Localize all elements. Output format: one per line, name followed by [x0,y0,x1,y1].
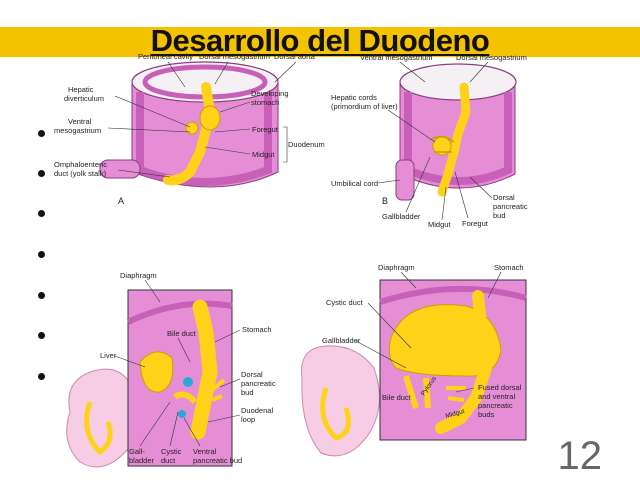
bullet-marker [38,170,45,177]
label-stomach: Stomach [494,263,524,272]
label-dorsal-mesogastrium: Dorsal mesogastrium [456,53,527,62]
title-bar [0,27,640,57]
label-midgut: Midgut [252,150,275,159]
label-pancreatic: pancreatic [241,379,276,388]
label-dorsal-aorta: Dorsal aorta [274,52,316,61]
label-midgut: Midgut [428,220,451,229]
label-hepatic: Hepatic [68,85,94,94]
label-foregut: Foregut [252,125,279,134]
label-stomach: Stomach [242,325,272,334]
label-liver: Liver [100,351,117,360]
label-bud: bud [493,211,506,220]
bullet-marker [38,332,45,339]
label-buds: buds [478,410,495,419]
label-mesogastrium: mesogastrium [54,126,101,135]
label-dorsal: Dorsal [241,370,263,379]
bullet-marker [38,251,45,258]
figure-c: Diaphragm Bile duct Stomach Liver Dorsal… [66,271,276,468]
label-gall: Gall- [129,447,145,456]
slide-title: Desarrollo del Duodeno [150,23,490,58]
label-gallbladder: Gallbladder [382,212,421,221]
label-and-ventral: and ventral [478,392,515,401]
page-number: 12 [557,434,603,478]
label-duct: duct [161,456,176,465]
label-duodenal: Duodenal [241,406,273,415]
bullet-marker [38,373,45,380]
label-diaphragm: Diaphragm [378,263,415,272]
label-diaphragm: Diaphragm [120,271,157,280]
label-yolk-stalk: duct (yolk stalk) [54,169,107,178]
label-cystic: Cystic [161,447,182,456]
label-pancreatic: pancreatic [493,202,528,211]
figure-b: Ventral mesogastrium Dorsal mesogastrium… [331,53,528,229]
label-ventral: Ventral [193,447,217,456]
label-bile-duct: Bile duct [167,329,197,338]
figure-a: Peritoneal cavity Dorsal mesogastrium Do… [54,52,325,206]
label-stomach: stomach [251,98,279,107]
figure-letter-a: A [118,196,124,206]
label-pancreatic: pancreatic [478,401,513,410]
label-primordium-of-liver: (primordium of liver) [331,102,398,111]
label-bile-duct: Bile duct [382,393,412,402]
label-fused-dorsal: Fused dorsal [478,383,522,392]
label-dorsal: Dorsal [493,193,515,202]
label-omphaloenteric: Omphaloenteric [54,160,107,169]
label-bud: bud [241,388,254,397]
label-bladder: bladder [129,456,155,465]
bullet-marker [38,292,45,299]
label-ventral-mesogastrium: Ventral mesogastrium [360,53,433,62]
label-ventral: Ventral [68,117,92,126]
label-diverticulum: diverticulum [64,94,104,103]
label-gallbladder: Gallbladder [322,336,361,345]
label-loop: loop [241,415,255,424]
label-foregut: Foregut [462,219,489,228]
bullet-marker [38,210,45,217]
label-hepatic-cords: Hepatic cords [331,93,377,102]
label-umbilical-cord: Umbilical cord [331,179,378,188]
label-peritoneal-cavity: Peritoneal cavity [138,52,193,61]
label-midgut: Midgut [445,408,466,420]
figure-d: Diaphragm Stomach Cystic duct Gallbladde… [301,263,527,457]
label-pancreatic-bud: pancreatic bud [193,456,242,465]
label-cystic-duct: Cystic duct [326,298,364,307]
label-duodenum: Duodenum [288,140,325,149]
label-dorsal-mesogastrium: Dorsal mesogastrium [199,52,270,61]
figure-letter-b: B [382,196,388,206]
bullet-marker [38,130,45,137]
label-developing: Developing [251,89,289,98]
